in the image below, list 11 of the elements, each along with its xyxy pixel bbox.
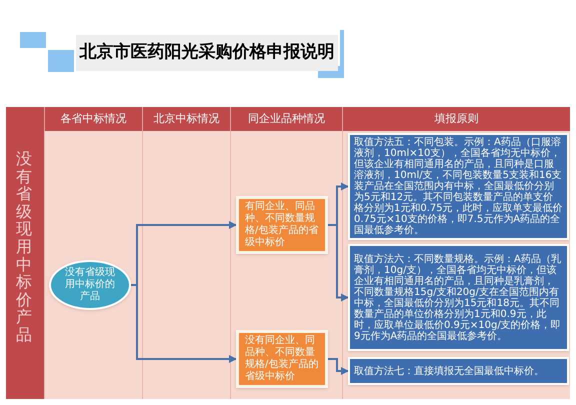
condition-box: 没有同企业、同品种、不同数量规格/包装产品的省级中标价 bbox=[236, 330, 328, 388]
column-header: 北京中标情况 bbox=[154, 110, 220, 127]
arrow bbox=[131, 284, 237, 363]
column-header: 填报原则 bbox=[434, 110, 478, 127]
condition-box: 有同企业、同品种、不同数量规格/包装产品的省级中标价 bbox=[236, 196, 328, 254]
column-header: 各省中标情况 bbox=[60, 110, 126, 127]
arrow bbox=[328, 358, 349, 375]
arrow bbox=[328, 224, 349, 302]
column-header: 同企业品种情况 bbox=[248, 110, 325, 127]
title: 北京市医药阳光采购价格申报说明 bbox=[76, 35, 338, 71]
row-header: 没有省级现用中标价产品 bbox=[16, 150, 32, 344]
